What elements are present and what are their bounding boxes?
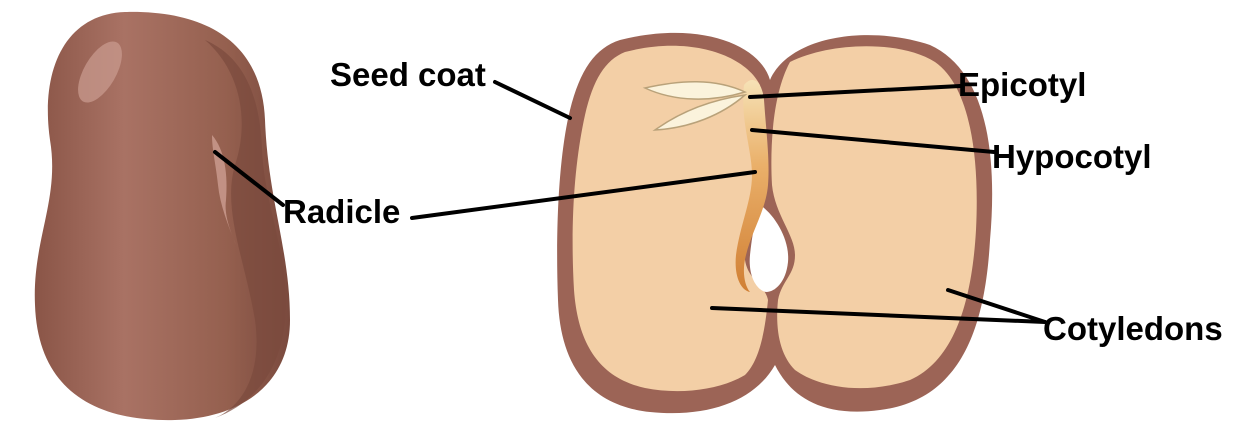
- cotyledons-label: Cotyledons: [1043, 312, 1223, 345]
- split-bean-seed: [557, 33, 992, 413]
- hypocotyl-label: Hypocotyl: [992, 140, 1152, 173]
- seed-coat-label: Seed coat: [330, 58, 486, 91]
- seed-coat-leader: [495, 82, 570, 118]
- right-cotyledon: [771, 46, 976, 388]
- epicotyl-label: Epicotyl: [958, 68, 1086, 101]
- whole-bean-seed: [35, 12, 290, 420]
- radicle-label: Radicle: [283, 195, 400, 228]
